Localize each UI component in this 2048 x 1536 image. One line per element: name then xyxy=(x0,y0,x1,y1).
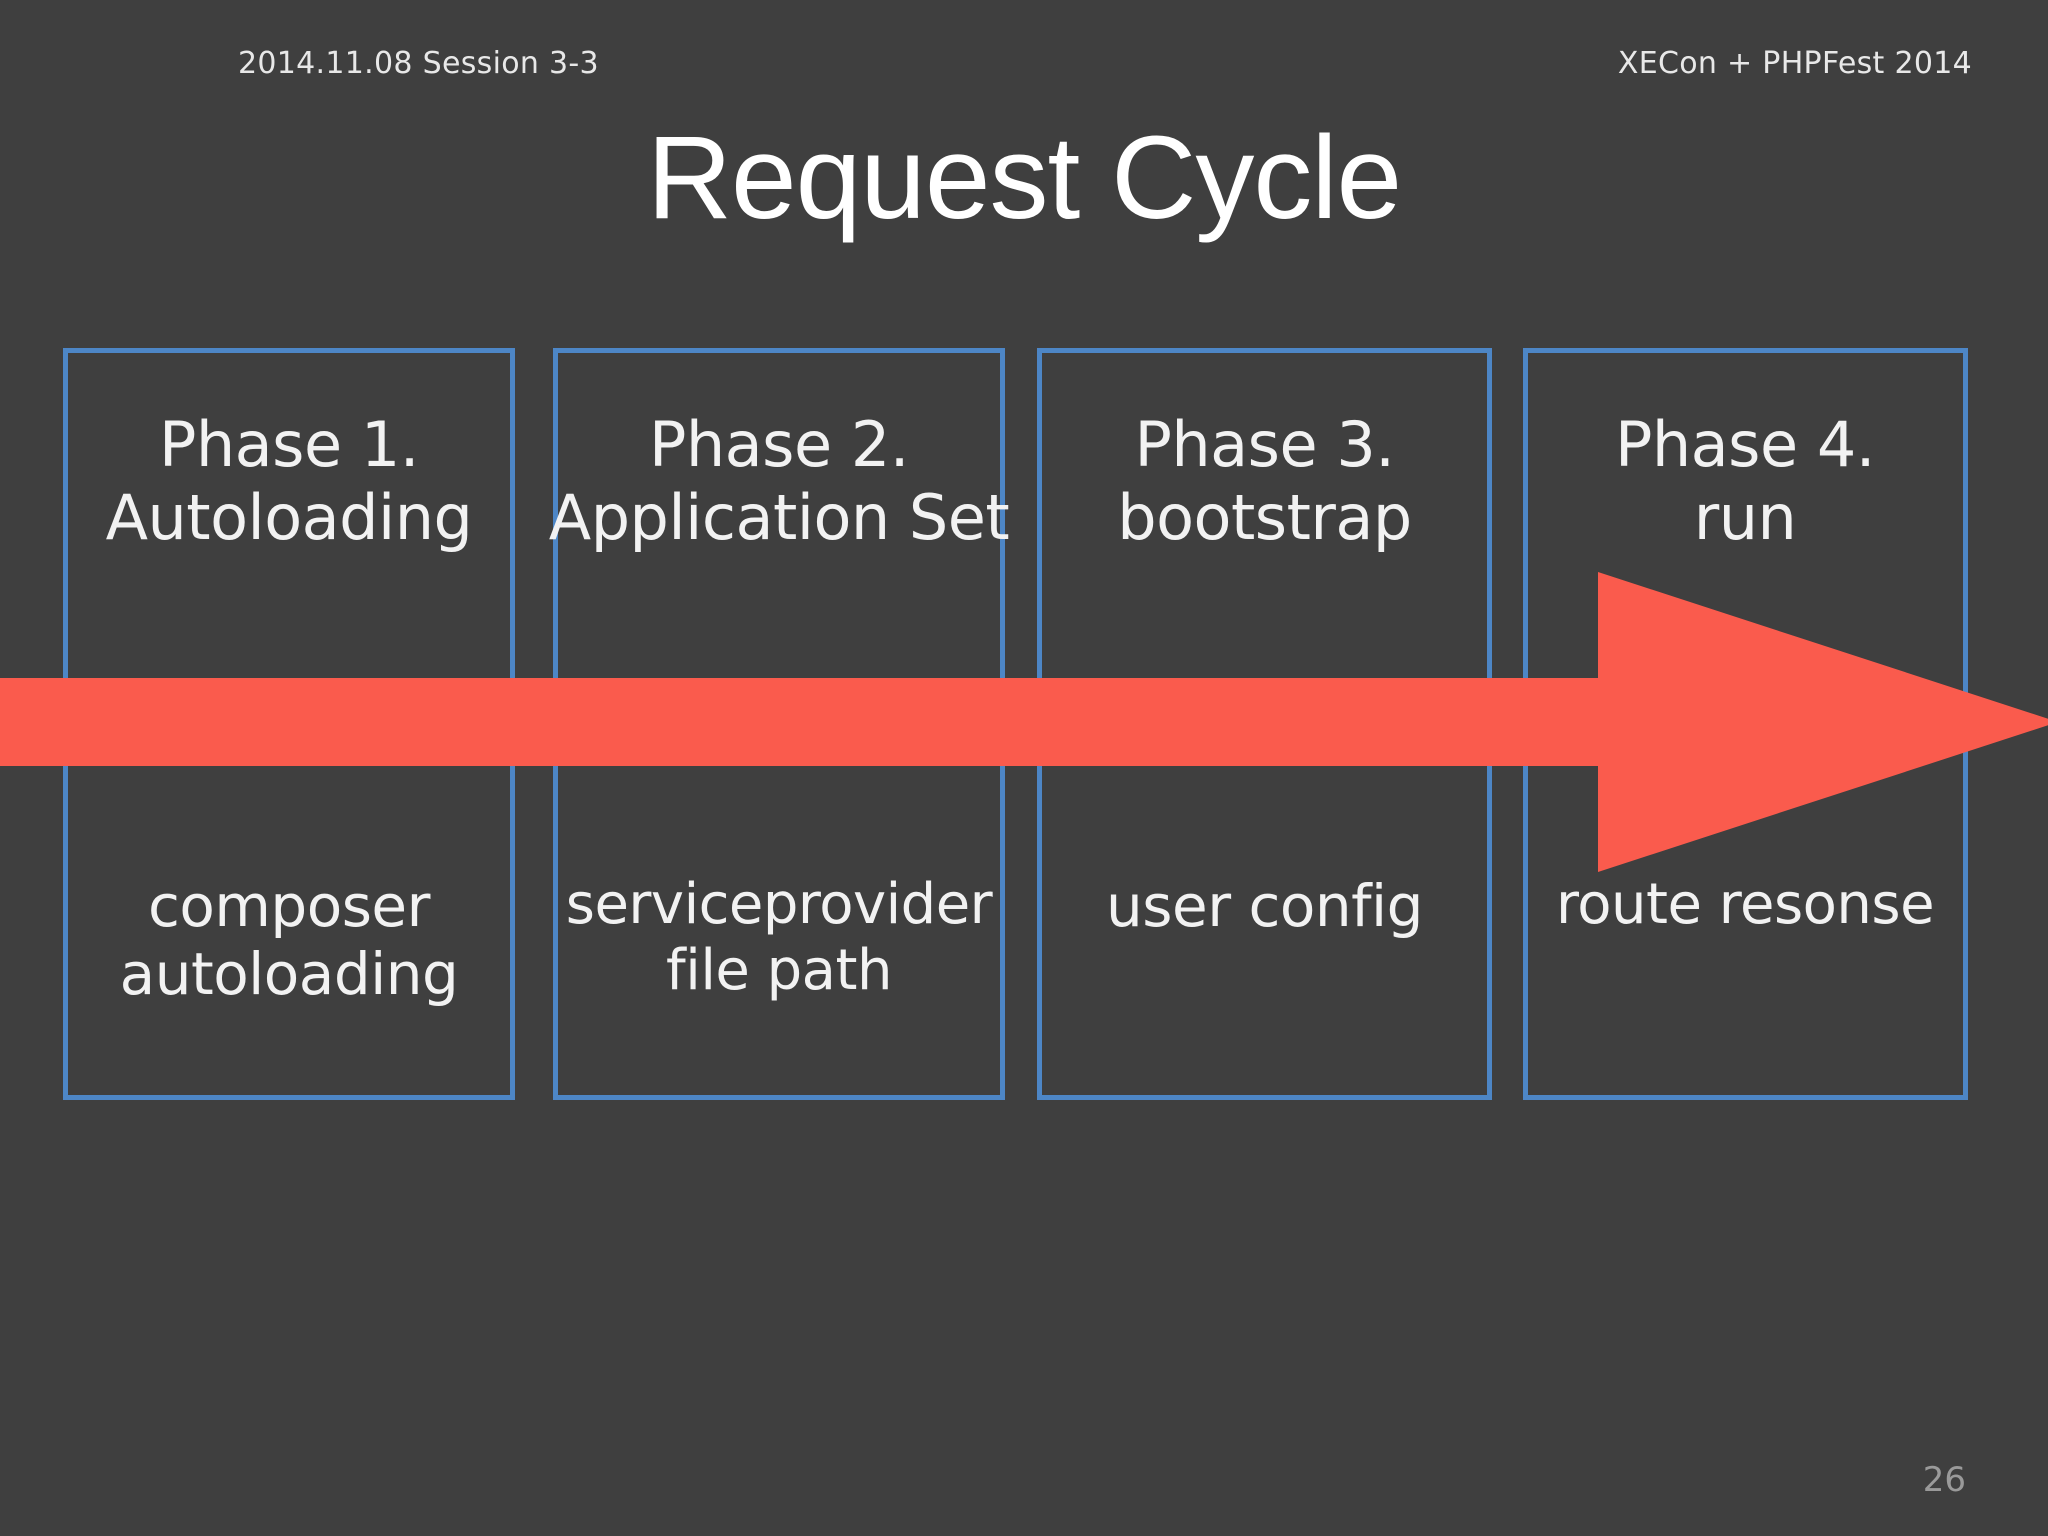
phase-3-title-line2: bootstrap xyxy=(1117,481,1412,555)
phase-2-title: Phase 2. Application Set xyxy=(538,408,1020,554)
phase-2-title-line2: Application Set xyxy=(548,481,1010,555)
header-session-label: 2014.11.08 Session 3-3 xyxy=(238,46,599,81)
phase-4-detail: route resonse xyxy=(1510,872,1980,938)
phase-4-title-line2: run xyxy=(1693,481,1797,555)
phase-2-detail-line2: file path xyxy=(666,938,892,1004)
slide-page-number: 26 xyxy=(1922,1460,1966,1500)
phase-1-detail-line2: autoloading xyxy=(119,940,459,1009)
phase-1-title-line2: Autoloading xyxy=(105,481,473,555)
phase-4-title: Phase 4. run xyxy=(1510,408,1980,554)
phase-1-title-line1: Phase 1. xyxy=(159,408,419,481)
phase-1-title: Phase 1. Autoloading xyxy=(63,408,515,554)
phase-1-detail-line1: composer xyxy=(148,872,430,940)
phase-2-title-line1: Phase 2. xyxy=(649,408,909,481)
page-title: Request Cycle xyxy=(646,112,1402,244)
phase-4-title-line1: Phase 4. xyxy=(1615,408,1875,481)
phase-3-detail-line1: user config xyxy=(1106,872,1423,940)
phase-2-detail-line1: serviceprovider xyxy=(565,872,993,937)
phase-3-detail: user config xyxy=(1037,872,1492,940)
phase-1-detail: composer autoloading xyxy=(63,872,515,1009)
phase-3-title-line1: Phase 3. xyxy=(1134,408,1395,481)
phase-3-title: Phase 3. bootstrap xyxy=(1037,408,1492,554)
phase-4-detail-line1: route resonse xyxy=(1555,872,1935,937)
phase-2-detail: serviceprovider file path xyxy=(538,872,1020,1004)
header-event-label: XECon + PHPFest 2014 xyxy=(1617,46,1972,81)
